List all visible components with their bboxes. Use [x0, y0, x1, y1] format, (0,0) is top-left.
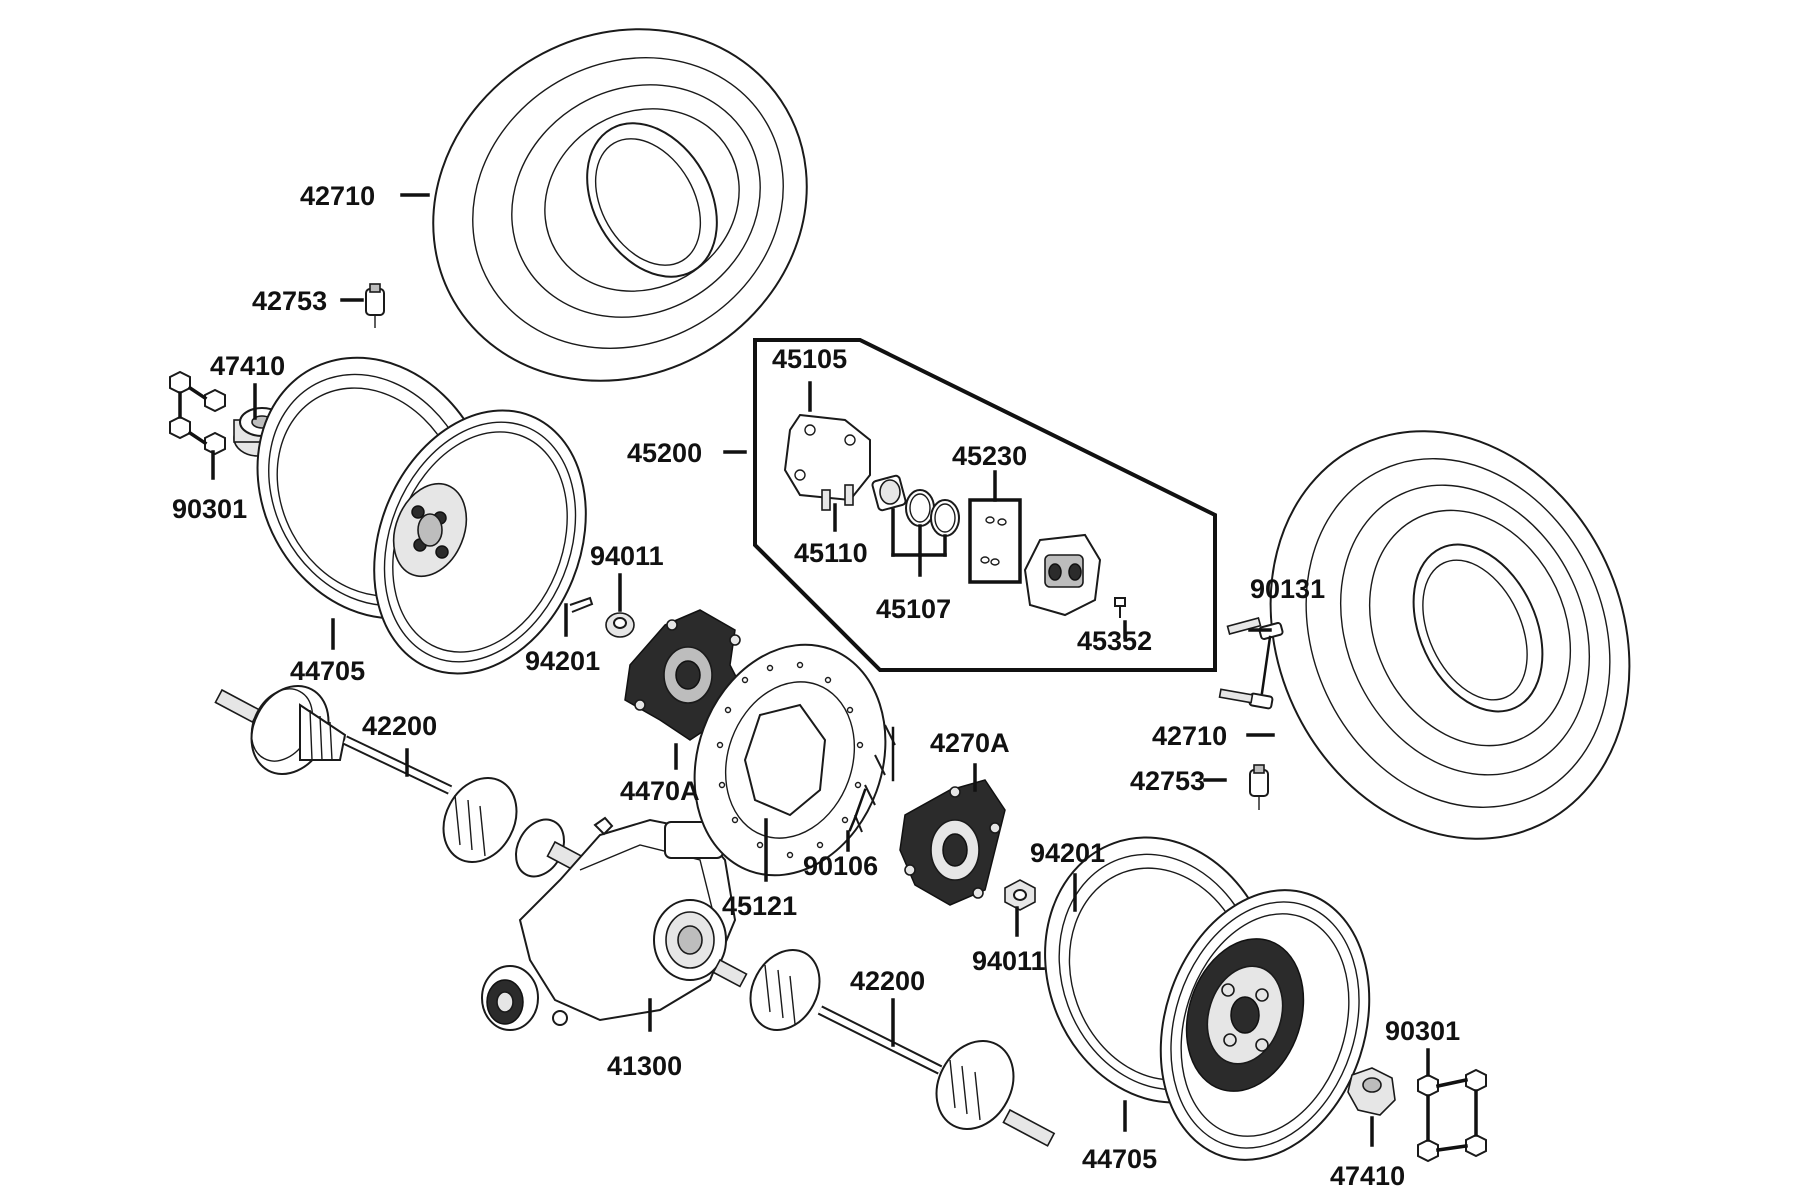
label-nut-right: 90301	[1385, 1016, 1460, 1046]
label-valve-left: 42753	[252, 286, 327, 316]
label-disc: 45121	[722, 891, 797, 921]
label-washer-right: 94011	[972, 946, 1046, 976]
label-bleeder: 45352	[1077, 626, 1152, 656]
label-wheel-right: 44705	[1082, 1144, 1157, 1174]
label-cap-right: 47410	[1330, 1161, 1405, 1191]
wheel-rim-left	[256, 356, 587, 675]
valve-stem-right	[1249, 764, 1269, 810]
piston-seals	[905, 489, 960, 537]
label-cap-left: 47410	[210, 351, 285, 381]
label-disc-bolt: 90106	[803, 851, 878, 881]
label-axle-lower: 42200	[850, 966, 925, 996]
label-hub-left: 4470A	[620, 776, 700, 806]
label-axle-upper: 42200	[362, 711, 437, 741]
drive-axle-upper	[214, 685, 592, 878]
leader-lines	[211, 193, 1430, 1147]
label-piston-seal: 45107	[876, 594, 951, 624]
drive-axle-lower	[712, 948, 1056, 1147]
caliper-kit-outline	[753, 338, 1217, 672]
label-pin: 45110	[794, 538, 868, 568]
disc-holes	[716, 661, 864, 859]
cotter-pin-left	[569, 596, 594, 613]
brake-caliper	[1023, 533, 1102, 617]
valve-stem-left	[365, 283, 385, 328]
label-final-gear: 41300	[607, 1051, 682, 1081]
tire-right	[1269, 430, 1631, 840]
label-bolt: 90131	[1250, 574, 1325, 604]
hub-cap-right	[1347, 1067, 1396, 1116]
caliper-bracket	[783, 413, 871, 502]
wheel-rim-right	[1044, 836, 1371, 1161]
label-hub-right: 4270A	[930, 728, 1010, 758]
label-pad-set: 45230	[952, 441, 1027, 471]
bolts-right	[1218, 617, 1284, 710]
wheel-hub-right	[899, 779, 1006, 906]
part-labels: 42710 42753 47410 90301 44705 45200 4510…	[172, 181, 1460, 1191]
label-caliper-assy: 45200	[627, 438, 702, 468]
lug-nuts-right	[1417, 1068, 1487, 1163]
label-cotter-left: 94201	[525, 646, 600, 676]
label-wheel-left: 44705	[290, 656, 365, 686]
label-valve-right: 42753	[1130, 766, 1205, 796]
washer-left	[605, 612, 635, 638]
label-tire-right: 42710	[1152, 721, 1227, 751]
lug-nuts-left	[169, 370, 226, 456]
brake-pad-set-box	[968, 498, 1022, 584]
bracket-pins	[821, 484, 854, 511]
tire-left	[432, 28, 808, 382]
piston	[871, 474, 907, 512]
label-cotter-right: 94201	[1030, 838, 1105, 868]
final-gear-case	[481, 816, 737, 1031]
label-nut-left: 90301	[172, 494, 247, 524]
disc-bolts	[848, 724, 896, 833]
washer-right	[1004, 879, 1036, 911]
brake-disc	[693, 643, 887, 877]
label-tire-left: 42710	[300, 181, 375, 211]
label-bracket: 45105	[772, 344, 847, 374]
bleeder-screw	[1114, 597, 1126, 618]
label-washer-left: 94011	[590, 541, 664, 571]
